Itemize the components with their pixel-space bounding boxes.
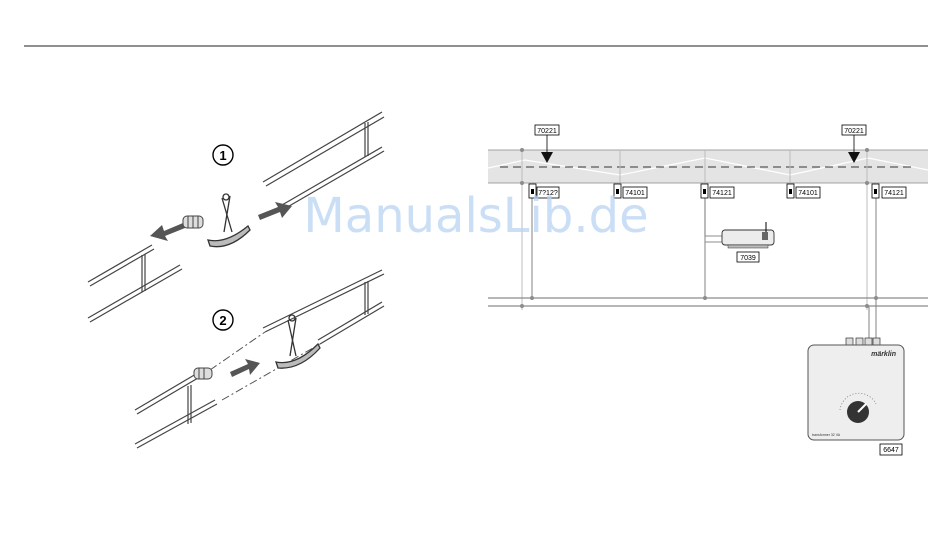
step-2-marker: 2	[213, 310, 233, 330]
step-1-marker: 1	[213, 145, 233, 165]
arrow-left-icon	[150, 223, 185, 241]
transformer-brand: märklin	[871, 351, 896, 358]
lower-wire-step-1	[88, 245, 182, 322]
step-1-number: 1	[219, 148, 226, 163]
mast-module-3: 74121	[701, 184, 734, 198]
module-label-3: 74121	[712, 190, 732, 197]
feeder-label-right: 70221	[844, 128, 864, 135]
transformer-body	[808, 345, 904, 440]
transformer: märklin transformer 32 VA 6647	[808, 338, 904, 455]
mast-module-4: 74101	[787, 184, 820, 198]
transformer-terminals	[846, 338, 880, 345]
transformer-name: transformer 32 VA	[812, 433, 841, 437]
wiring-diagram: 70221 70221 7?12? 74101 741	[488, 125, 928, 455]
arrow-right-icon	[258, 202, 292, 220]
mast-module-5: 74121	[872, 184, 906, 198]
alignment-lines	[210, 332, 320, 400]
relay-unit-7039: 7039	[722, 222, 774, 262]
step-2-number: 2	[219, 313, 226, 328]
module-label-4: 74101	[798, 190, 818, 197]
relay-label: 7039	[740, 255, 756, 262]
spring-icon	[183, 216, 203, 228]
module-label-5: 74121	[884, 190, 904, 197]
transformer-label: 6647	[883, 447, 899, 454]
assembly-illustration: 1	[88, 112, 384, 448]
arrow-right-icon-step-2	[230, 359, 260, 377]
upper-wire-step-2	[263, 270, 384, 344]
wire-clamp-icon	[208, 194, 250, 247]
lower-wire-step-2	[135, 374, 217, 448]
feeder-label-left: 70221	[537, 128, 557, 135]
watermark: ManualsLib.de	[303, 188, 648, 244]
spring-icon-step-2	[194, 368, 212, 379]
